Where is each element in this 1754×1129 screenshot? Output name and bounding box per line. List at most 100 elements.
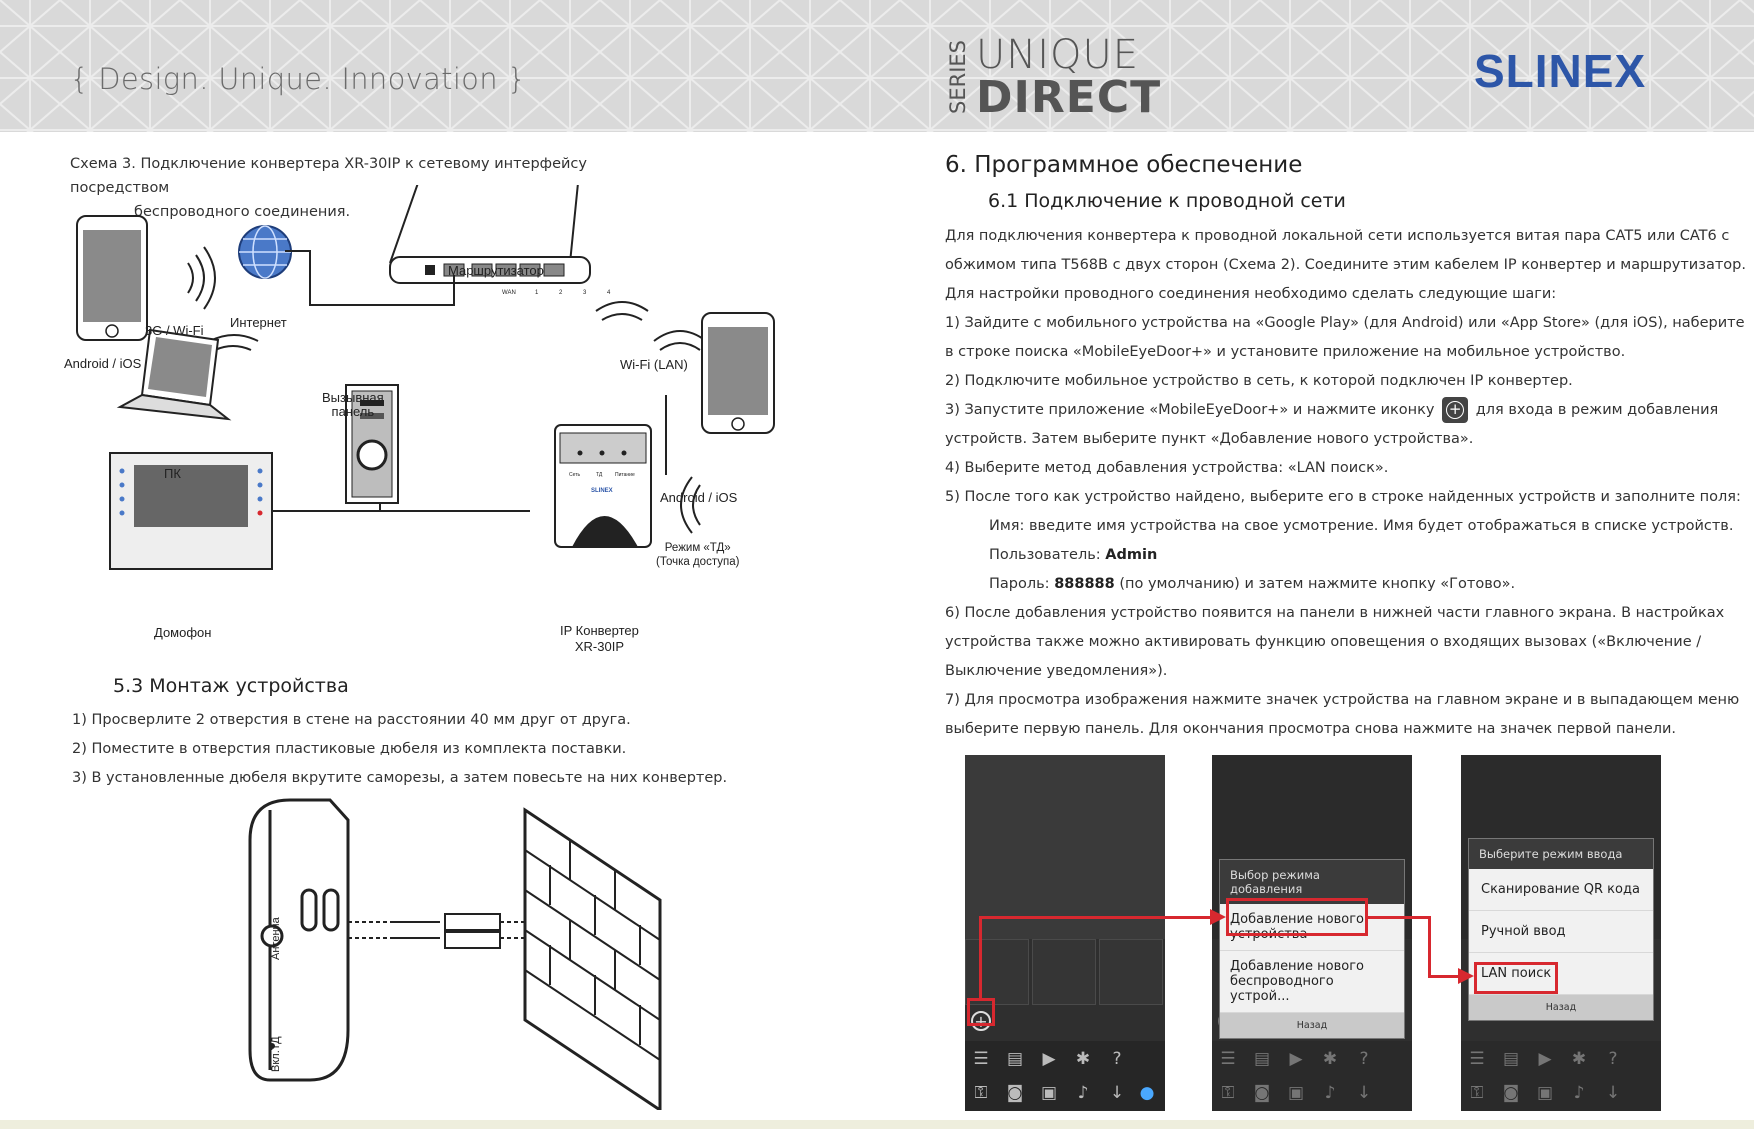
app-screen-input-mode: ☰ ▤ ▶ ✱ ? ⚿ ◙ ▣ ♪ ↓ Выберите режим ввода… bbox=[1461, 755, 1661, 1111]
mic-icon[interactable]: ↓ bbox=[1356, 1083, 1372, 1103]
back-button[interactable]: Назад bbox=[1469, 995, 1653, 1020]
label-intercom: Домофон bbox=[154, 625, 212, 640]
wireless-connection-diagram: Android / iOS 3G / Wi-Fi Интернет Маршру… bbox=[60, 185, 820, 665]
camera-icon[interactable]: ◙ bbox=[1006, 1083, 1024, 1103]
camera-icon[interactable]: ◙ bbox=[1253, 1083, 1271, 1103]
label-android-ios-2: Android / iOS bbox=[660, 490, 738, 505]
page-header: { Design. Unique. Innovation } SERIES UN… bbox=[0, 0, 1754, 132]
label-converter-led-ap: ТД bbox=[596, 472, 603, 478]
ip-converter-icon bbox=[554, 395, 667, 548]
menu-item-lan-search[interactable]: LAN поиск bbox=[1469, 953, 1653, 995]
folder-icon[interactable]: ▤ bbox=[1502, 1049, 1520, 1069]
mic-icon[interactable]: ↓ bbox=[1109, 1083, 1125, 1103]
arrow-line bbox=[979, 916, 1211, 919]
arrow-line bbox=[979, 916, 982, 1000]
add-device-button[interactable]: + bbox=[971, 1011, 991, 1031]
section-6-1-body: Для подключения конвертера к проводной л… bbox=[945, 228, 1746, 737]
folder-icon[interactable]: ▤ bbox=[1253, 1049, 1271, 1069]
app-screen-main: + ☰ ▤ ▶ ✱ ? ⚿ ◙ ▣ ♪ ↓ ● bbox=[965, 755, 1165, 1111]
arrow-line bbox=[1368, 916, 1430, 919]
series-direct: DIRECT bbox=[976, 72, 1162, 123]
gear-icon[interactable]: ✱ bbox=[1571, 1049, 1587, 1069]
speaker-icon[interactable]: ♪ bbox=[1324, 1083, 1336, 1103]
camera-icon[interactable]: ◙ bbox=[1502, 1083, 1520, 1103]
help-icon[interactable]: ? bbox=[1608, 1049, 1618, 1069]
internet-globe-icon bbox=[238, 225, 292, 279]
label-router-port-1: 1 bbox=[535, 290, 539, 296]
record-icon[interactable]: ▣ bbox=[1287, 1083, 1305, 1103]
add-device-icon: + bbox=[1442, 397, 1469, 423]
label-router: Маршрутизатор bbox=[448, 263, 544, 278]
footer-stripe bbox=[0, 1120, 1754, 1129]
folder-icon[interactable]: ▤ bbox=[1006, 1049, 1024, 1069]
add-mode-dialog: Выбор режима добавления Добавление новог… bbox=[1220, 860, 1404, 1038]
header-pattern bbox=[0, 0, 1754, 132]
app-toolbar: ☰ ▤ ▶ ✱ ? ⚿ ◙ ▣ ♪ ↓ bbox=[1461, 1041, 1661, 1111]
label-ap-switch: Вкл.ТД bbox=[270, 1036, 282, 1072]
play-icon[interactable]: ▶ bbox=[1042, 1049, 1056, 1069]
list-icon[interactable]: ☰ bbox=[1220, 1049, 1236, 1069]
highlight-add-button bbox=[967, 998, 995, 1026]
brand-logo: SLINEX bbox=[1474, 45, 1647, 97]
phone-1-icon bbox=[76, 215, 148, 341]
speaker-icon[interactable]: ♪ bbox=[1077, 1083, 1089, 1103]
label-internet: Интернет bbox=[230, 315, 287, 330]
menu-item-manual[interactable]: Ручной ввод bbox=[1469, 911, 1653, 953]
arrow-line bbox=[1428, 975, 1462, 978]
wifi-waves-icon bbox=[187, 246, 707, 534]
mounting-drawing bbox=[248, 798, 662, 1110]
list-icon[interactable]: ☰ bbox=[973, 1049, 989, 1069]
section-6-1-title: 6.1 Подключение к проводной сети bbox=[988, 190, 1346, 212]
speaker-icon[interactable]: ♪ bbox=[1573, 1083, 1585, 1103]
play-icon[interactable]: ▶ bbox=[1538, 1049, 1552, 1069]
label-router-port-3: 3 bbox=[583, 290, 587, 296]
diagram-drawing bbox=[76, 185, 775, 570]
key-icon[interactable]: ⚿ bbox=[1470, 1083, 1484, 1103]
label-call-panel: Вызывная панель bbox=[322, 390, 384, 419]
help-icon[interactable]: ? bbox=[1359, 1049, 1369, 1069]
label-router-port-4: 4 bbox=[607, 290, 611, 296]
list-item: 3) В установленные дюбеля вкрутите самор… bbox=[72, 770, 728, 786]
mounting-illustration: Антенна Вкл.ТД bbox=[240, 790, 670, 1110]
intercom-monitor-icon bbox=[109, 452, 273, 570]
highlight-lan-search bbox=[1474, 962, 1558, 994]
list-item: 2) Поместите в отверстия пластиковые дюб… bbox=[72, 741, 627, 757]
laptop-icon bbox=[116, 328, 232, 421]
gear-icon[interactable]: ✱ bbox=[1075, 1049, 1091, 1069]
help-icon[interactable]: ? bbox=[1112, 1049, 1122, 1069]
gear-icon[interactable]: ✱ bbox=[1322, 1049, 1338, 1069]
label-router-port-2: 2 bbox=[559, 290, 563, 296]
app-toolbar: ☰ ▤ ▶ ✱ ? ⚿ ◙ ▣ ♪ ↓ bbox=[1212, 1041, 1412, 1111]
phone-2-icon bbox=[701, 312, 775, 434]
list-item: 1) Просверлите 2 отверстия в стене на ра… bbox=[72, 712, 631, 728]
menu-item-qr[interactable]: Сканирование QR кода bbox=[1469, 869, 1653, 911]
mic-icon[interactable]: ↓ bbox=[1605, 1083, 1621, 1103]
list-icon[interactable]: ☰ bbox=[1469, 1049, 1485, 1069]
key-icon[interactable]: ⚿ bbox=[1221, 1083, 1235, 1103]
label-converter-led-power: Питание bbox=[615, 472, 635, 478]
scheme-caption: Схема 3. Подключение конвертера XR-30IP … bbox=[70, 156, 587, 220]
label-converter-led-network: Сеть bbox=[569, 472, 581, 478]
series-logo: SERIES UNIQUE DIRECT bbox=[948, 32, 1160, 123]
app-toolbar: ☰ ▤ ▶ ✱ ? ⚿ ◙ ▣ ♪ ↓ ● bbox=[965, 1041, 1165, 1111]
section-6-title: 6. Программное обеспечение bbox=[945, 152, 1303, 178]
label-wifi-lan: Wi-Fi (LAN) bbox=[620, 357, 688, 372]
series-unique: UNIQUE bbox=[976, 32, 1140, 78]
label-pc: ПК bbox=[164, 466, 181, 481]
input-mode-dialog: Выберите режим ввода Сканирование QR код… bbox=[1469, 839, 1653, 1020]
back-button[interactable]: Назад bbox=[1220, 1013, 1404, 1038]
record-icon[interactable]: ▣ bbox=[1536, 1083, 1554, 1103]
section-5-3-title: 5.3 Монтаж устройства bbox=[113, 675, 349, 697]
tagline: { Design. Unique. Innovation } bbox=[70, 62, 527, 96]
label-3g-wifi: 3G / Wi-Fi bbox=[145, 323, 204, 338]
play-icon[interactable]: ▶ bbox=[1289, 1049, 1303, 1069]
key-icon[interactable]: ⚿ bbox=[974, 1083, 988, 1103]
record-icon[interactable]: ▣ bbox=[1040, 1083, 1058, 1103]
section-5-3-steps: 1) Просверлите 2 отверстия в стене на ра… bbox=[72, 706, 727, 793]
svg-text:SERIES: SERIES bbox=[948, 40, 970, 114]
label-converter-brand: SLINEX bbox=[591, 488, 613, 494]
menu-item-add-wireless[interactable]: Добавление нового беспроводного устрой..… bbox=[1220, 951, 1404, 1013]
label-ap-mode: Режим «ТД» (Точка доступа) bbox=[656, 542, 740, 568]
label-android-ios-1: Android / iOS bbox=[64, 356, 142, 371]
highlight-add-device bbox=[1226, 898, 1368, 936]
